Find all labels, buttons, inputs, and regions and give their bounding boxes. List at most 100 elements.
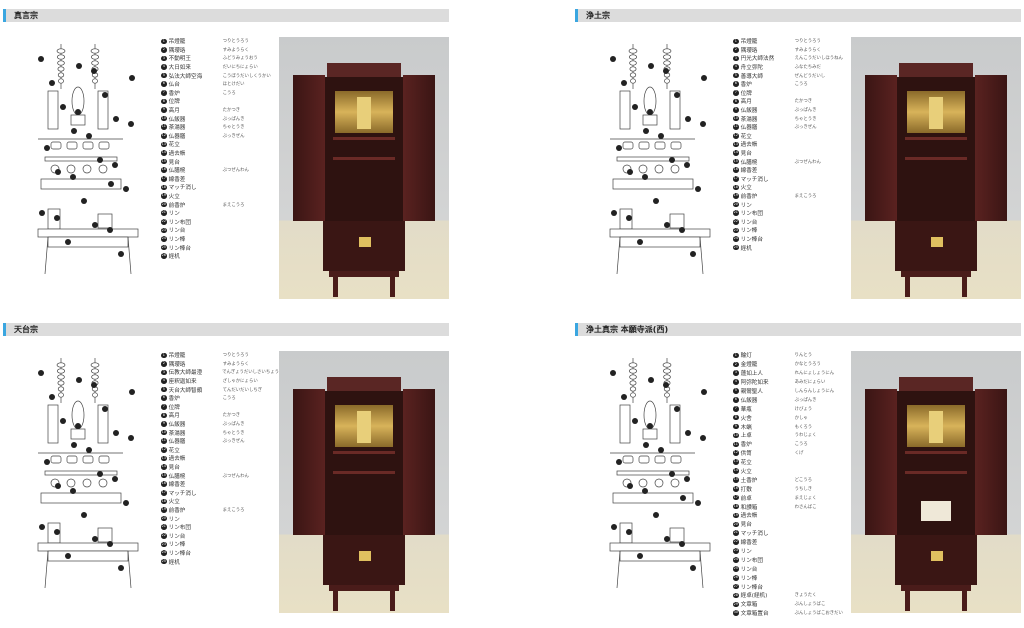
callout-marker [680,495,686,501]
item-name: 位牌 [740,90,752,97]
callout-marker [642,174,648,180]
callout-marker [75,109,81,115]
item-number-badge: 11 [161,438,167,445]
item-name: 金燈籠 [740,362,758,369]
item-number-badge: 6 [733,397,739,403]
callout-marker [38,56,44,62]
item-name: 線香差 [168,482,186,489]
item-number-badge: 20 [161,515,167,522]
item-name: 吊燈籠 [168,353,186,360]
table-leg [390,591,395,611]
item-name: リン布団 [168,219,191,226]
table-leg [905,591,910,611]
section-title: 浄土真宗 本願寺派(西) [586,325,669,334]
item-number-badge: 14 [161,150,167,156]
callout-marker [49,394,55,400]
right-door [403,389,435,535]
item-number-badge: 25 [733,566,739,572]
callout-marker [643,128,649,134]
item-number-badge: 16 [161,167,167,173]
right-door [403,75,435,221]
item-reading: うわじょく [794,433,817,439]
callout-marker [76,377,82,383]
item-reading: ぶっきぜん [794,125,817,131]
item-reading: くげ [794,451,804,457]
item-name: 隅瓔珞 [168,47,186,54]
item-reading: ほとけだい [222,82,245,88]
rin [931,237,943,247]
item-number-badge: 4 [733,64,739,70]
callout-marker [637,553,643,559]
butsudan-photo [279,351,449,613]
item-reading: わさんばこ [794,504,817,510]
item-name: リン棒台 [168,550,191,557]
item-reading: きょうたく [794,593,817,599]
callout-marker [102,406,108,412]
item-number-badge: 15 [161,472,167,479]
item-reading: あみだにょらい [794,380,826,386]
main-image [357,97,371,129]
item-name: 位牌 [168,404,180,411]
callout-marker [701,389,707,395]
callout-marker [54,529,60,535]
item-number-badge: 13 [733,141,739,148]
item-name: 前香炉 [168,202,186,209]
left-door [865,389,897,535]
altar-diagram [609,44,711,275]
item-number-badge: 19 [733,193,739,199]
callout-marker [627,483,633,489]
callout-marker [65,239,71,245]
item-number-badge: 26 [733,574,739,581]
item-name: 木蝋 [740,424,752,431]
item-name: 舟立弥陀 [740,65,763,72]
item-reading: だいにちにょらい [222,65,258,71]
callout-marker [648,377,654,383]
item-number-badge: 25 [161,558,167,565]
item-number-badge: 7 [161,404,167,410]
item-name: 座釈迦如来 [168,379,197,386]
callout-marker [71,128,77,134]
callout-marker [118,251,124,257]
item-reading: ぶつぜんわん [222,168,249,174]
callout-marker [611,524,617,530]
callout-marker [643,442,649,448]
item-number-badge: 14 [733,150,739,156]
item-name: 経机 [168,559,180,566]
item-number-badge: 20 [733,201,739,208]
item-number-badge: 17 [161,490,167,496]
uchishiki-cloth [921,501,951,521]
section-header: 真言宗 [3,9,449,22]
callout-marker [684,476,690,482]
item-number-badge: 8 [733,98,739,105]
butsudan-photo [279,37,449,299]
item-number-badge: 1 [733,352,739,359]
item-reading: もくろう [794,424,813,430]
item-reading: すみようらく [794,47,821,53]
item-name: 仏膳椀 [168,473,186,480]
item-number-badge: 7 [733,405,739,412]
